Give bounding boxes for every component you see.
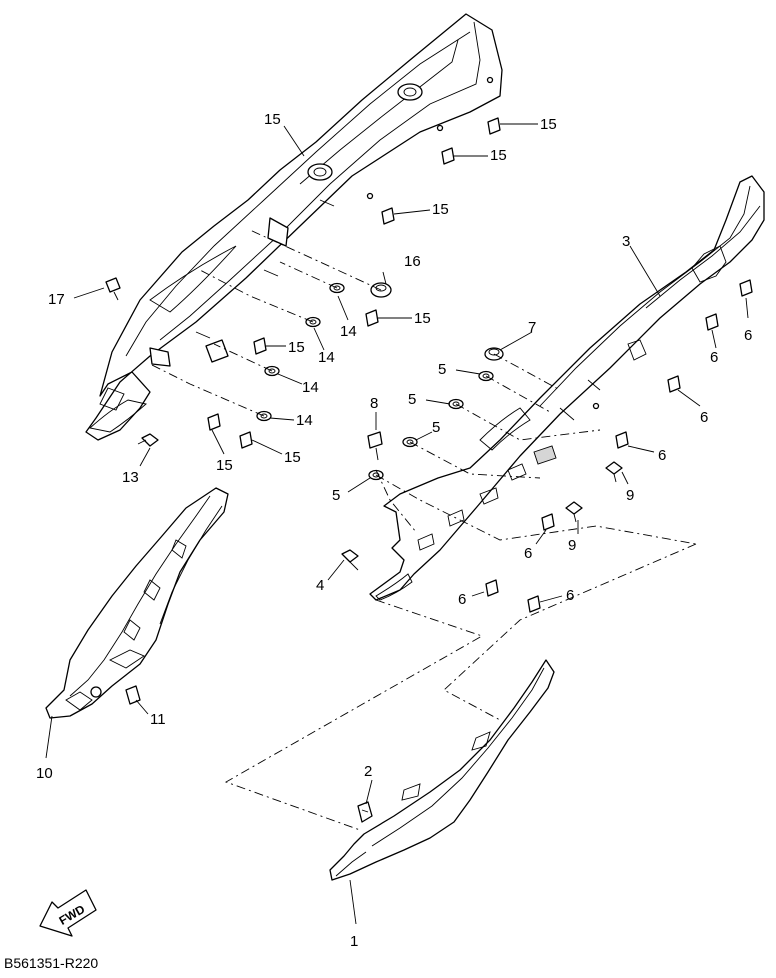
callout-6: 6 <box>658 447 666 464</box>
callout-15: 15 <box>490 147 507 164</box>
callout-9: 9 <box>568 537 576 554</box>
part-2-clip <box>357 801 373 823</box>
callout-7: 7 <box>528 319 536 336</box>
callout-14: 14 <box>318 349 335 366</box>
fasteners <box>105 117 753 613</box>
part-11-clip <box>125 685 141 705</box>
callout-3: 3 <box>622 233 630 250</box>
callout-13: 13 <box>122 469 139 486</box>
fwd-arrow: FWD <box>39 889 97 937</box>
part-12-rear-frame-cover <box>85 13 503 441</box>
callout-14: 14 <box>296 412 313 429</box>
callout-4: 4 <box>316 577 324 594</box>
callout-9: 9 <box>626 487 634 504</box>
callout-10: 10 <box>36 765 53 782</box>
callout-16: 16 <box>404 253 421 270</box>
part-3-side-cover <box>369 175 765 601</box>
callout-6: 6 <box>710 349 718 366</box>
part-10-inner-panel <box>45 487 229 719</box>
callout-5: 5 <box>438 361 446 378</box>
part-7-damper <box>484 347 504 361</box>
callout-17: 17 <box>48 291 65 308</box>
callout-15: 15 <box>414 310 431 327</box>
callout-14: 14 <box>302 379 319 396</box>
callout-2: 2 <box>364 763 372 780</box>
callout-15: 15 <box>288 339 305 356</box>
callout-6: 6 <box>700 409 708 426</box>
callout-6: 6 <box>744 327 752 344</box>
callout-8: 8 <box>370 395 378 412</box>
diagram-reference-code: B561351-R220 <box>4 955 98 971</box>
callout-15: 15 <box>432 201 449 218</box>
callout-15: 15 <box>216 457 233 474</box>
callout-1: 1 <box>350 933 358 950</box>
callout-14: 14 <box>340 323 357 340</box>
callout-5: 5 <box>432 419 440 436</box>
assembly-lines <box>149 229 697 831</box>
callout-12: 15 <box>264 111 281 128</box>
callout-5: 5 <box>408 391 416 408</box>
callout-11: 11 <box>150 711 166 728</box>
callout-numbers: 15 15 15 15 16 15 14 14 15 14 14 15 15 1… <box>36 111 752 950</box>
callout-5: 5 <box>332 487 340 504</box>
callout-6: 6 <box>524 545 532 562</box>
callout-15: 15 <box>540 116 557 133</box>
callout-6: 6 <box>458 591 466 608</box>
washers <box>256 282 494 481</box>
leader-lines <box>45 123 749 925</box>
callout-6: 6 <box>566 587 574 604</box>
part-1-lower-cover <box>329 659 555 881</box>
callout-15: 15 <box>284 449 301 466</box>
